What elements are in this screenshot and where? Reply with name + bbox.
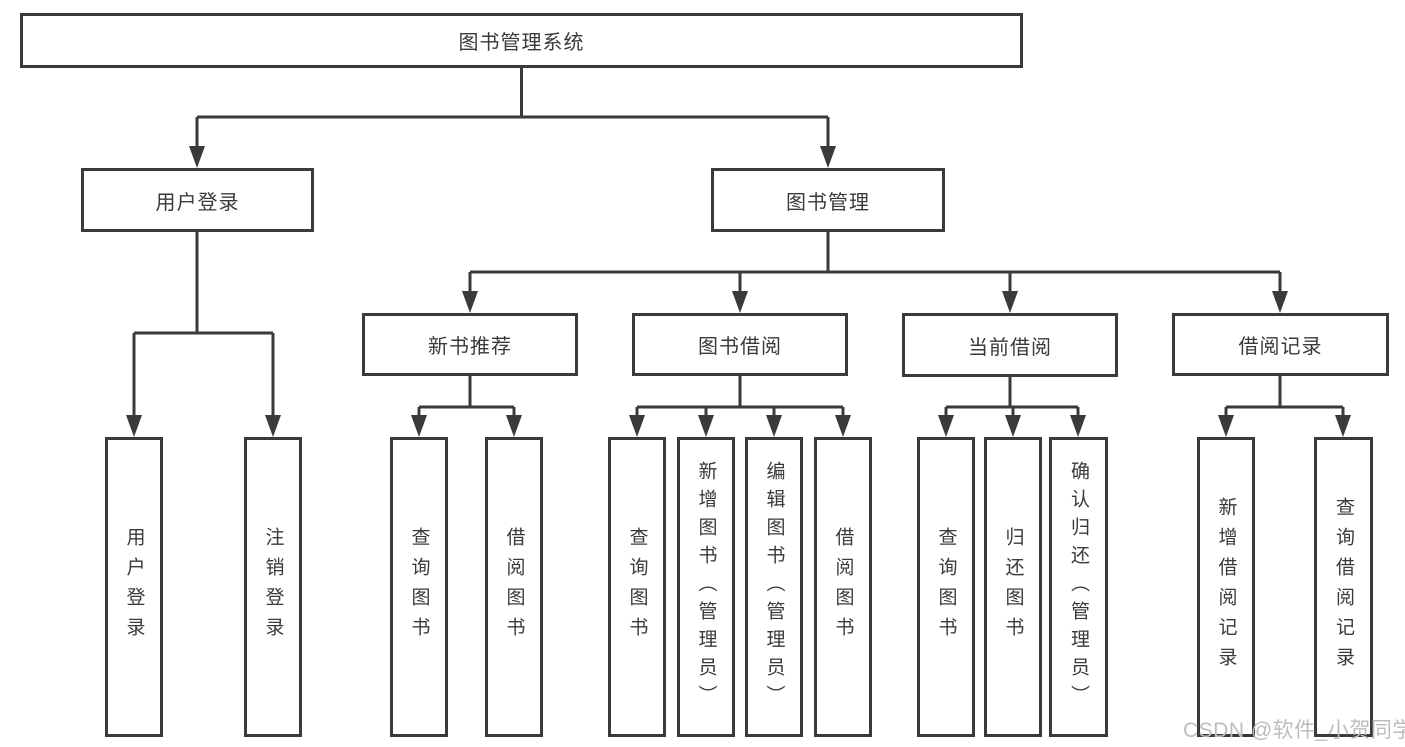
leaf-query-books-borrowing: 查询图书 xyxy=(608,437,666,737)
leaf-borrow-books-borrowing: 借阅图书 xyxy=(814,437,872,737)
node-book-borrowing: 图书借阅 xyxy=(632,313,848,376)
node-new-book-recommendation: 新书推荐 xyxy=(362,313,578,376)
leaf-query-books-current: 查询图书 xyxy=(917,437,975,737)
leaf-query-books-recommend: 查询图书 xyxy=(390,437,448,737)
node-borrowing-records: 借阅记录 xyxy=(1172,313,1389,376)
leaf-confirm-return-admin: 确认归还（管理员） xyxy=(1049,437,1108,737)
node-book-management: 图书管理 xyxy=(711,168,945,232)
leaf-add-books-admin: 新增图书（管理员） xyxy=(677,437,735,737)
arrowheads xyxy=(126,146,1351,437)
leaf-query-borrow-record: 查询借阅记录 xyxy=(1314,437,1373,737)
leaf-logout-login: 注销登录 xyxy=(244,437,302,737)
leaf-edit-books-admin: 编辑图书（管理员） xyxy=(745,437,803,737)
leaf-borrow-books-recommend: 借阅图书 xyxy=(485,437,543,737)
leaf-return-books: 归还图书 xyxy=(984,437,1042,737)
node-library-management-system: 图书管理系统 xyxy=(20,13,1023,68)
node-user-login: 用户登录 xyxy=(81,168,314,232)
leaf-user-login: 用户登录 xyxy=(105,437,163,737)
csdn-watermark: CSDN @软件_小贺同学 xyxy=(1183,719,1405,742)
leaf-add-borrow-record: 新增借阅记录 xyxy=(1197,437,1255,737)
node-current-borrowing: 当前借阅 xyxy=(902,313,1118,377)
